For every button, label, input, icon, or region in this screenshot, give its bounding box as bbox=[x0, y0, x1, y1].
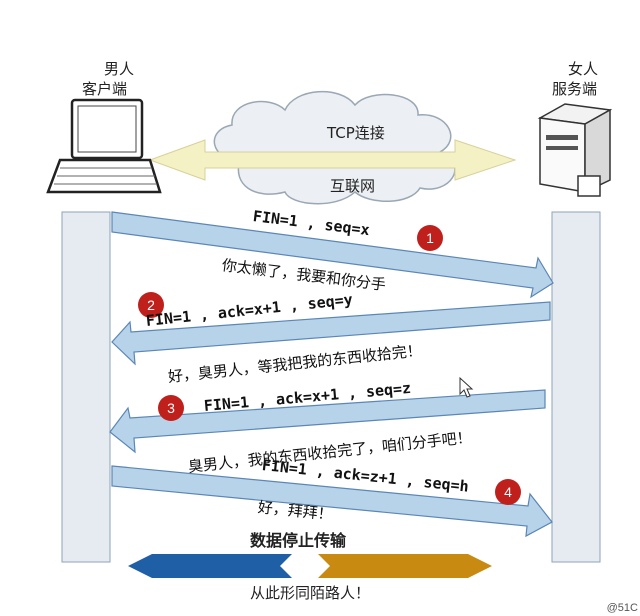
server-lifeline bbox=[551, 211, 601, 563]
server-title: 女人 bbox=[568, 60, 599, 78]
laptop-icon bbox=[46, 98, 162, 194]
client-title: 男人 bbox=[104, 60, 135, 78]
internet-cloud bbox=[213, 91, 456, 205]
cloud-label-top: TCP连接 bbox=[327, 124, 385, 142]
right-end-arrow bbox=[318, 554, 492, 578]
step-2-arrow bbox=[111, 301, 551, 366]
step-2-badge: 2 bbox=[138, 292, 164, 318]
end-subtitle: 从此形同陌路人！ bbox=[250, 584, 371, 602]
step-3-arrow bbox=[109, 389, 546, 454]
cloud-label-bottom: 互联网 bbox=[330, 177, 376, 195]
step-1-arrow bbox=[111, 211, 554, 299]
server-subtitle: 服务端 bbox=[552, 80, 598, 98]
step-3-badge: 3 bbox=[158, 395, 184, 421]
tcp-connection-arrow bbox=[148, 139, 517, 181]
client-lifeline bbox=[61, 211, 111, 563]
end-title: 数据停止传输 bbox=[250, 531, 347, 550]
watermark: @51C bbox=[606, 602, 638, 614]
left-end-arrow bbox=[128, 554, 292, 578]
client-subtitle: 客户端 bbox=[82, 80, 128, 98]
server-icon bbox=[537, 103, 613, 197]
step-4-badge: 4 bbox=[495, 479, 521, 505]
cursor-icon bbox=[459, 376, 474, 398]
step-1-badge: 1 bbox=[417, 225, 443, 251]
step-4-arrow bbox=[111, 465, 553, 538]
